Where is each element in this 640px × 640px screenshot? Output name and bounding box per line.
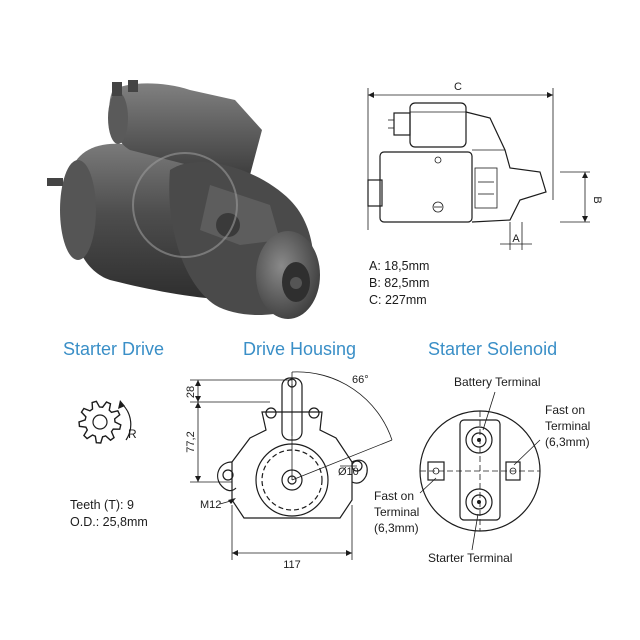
gear-icon	[78, 400, 132, 444]
rotation-label: R	[128, 427, 137, 441]
fast-on-left-line3: (6,3mm)	[374, 521, 419, 535]
solenoid-end-view	[419, 391, 541, 551]
outer-diameter: O.D.: 25,8mm	[70, 515, 148, 529]
dim-angle: 66°	[352, 374, 369, 386]
fast-on-left-line2: Terminal	[374, 505, 419, 519]
title-drive-housing: Drive Housing	[243, 339, 356, 359]
title-starter-solenoid: Starter Solenoid	[428, 339, 557, 359]
dim-label-a: A	[512, 233, 520, 245]
spec-c: C: 227mm	[369, 293, 427, 307]
fast-on-right-line2: Terminal	[545, 419, 590, 433]
fast-on-right-line3: (6,3mm)	[545, 435, 590, 449]
fast-on-left-line1: Fast on	[374, 489, 414, 503]
dim-hole: Ø10	[338, 466, 359, 478]
dim-width: 117	[283, 559, 301, 571]
fast-on-right-line1: Fast on	[545, 403, 585, 417]
dim-label-b: B	[591, 196, 603, 203]
teeth-count: Teeth (T): 9	[70, 498, 134, 512]
dim-thread: M12	[200, 499, 221, 511]
spec-b: B: 82,5mm	[369, 276, 429, 290]
title-starter-drive: Starter Drive	[63, 339, 164, 359]
dim-height: 77,2	[185, 431, 197, 452]
starter-terminal-label: Starter Terminal	[428, 551, 512, 565]
spec-a: A: 18,5mm	[369, 259, 429, 273]
dim-label-c: C	[454, 81, 462, 93]
side-view-drawing	[367, 88, 590, 250]
starter-motor-photo	[47, 80, 320, 319]
battery-terminal-label: Battery Terminal	[454, 375, 540, 389]
drive-housing-drawing	[190, 371, 393, 560]
dim-top: 28	[185, 386, 197, 398]
